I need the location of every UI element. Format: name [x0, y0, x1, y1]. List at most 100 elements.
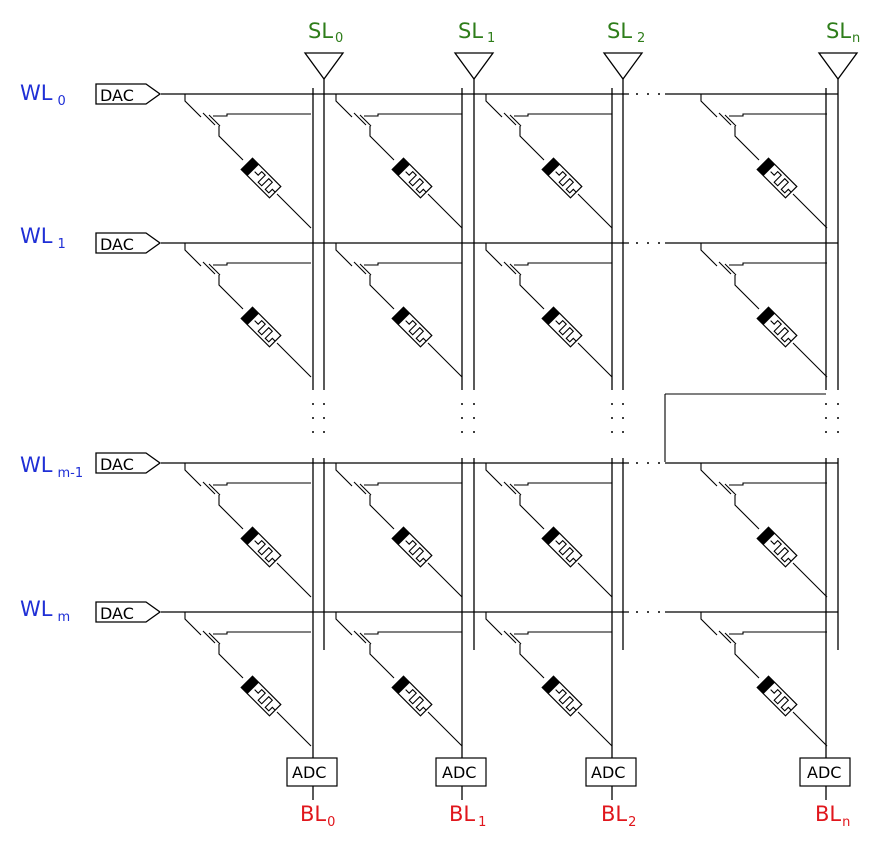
ellipsis-dot	[825, 403, 827, 405]
word-line-subscript: m	[57, 610, 70, 625]
ellipsis-dot	[323, 403, 325, 405]
ellipsis-dot	[611, 417, 613, 419]
ellipsis-dot	[837, 403, 839, 405]
ellipsis-dot	[622, 431, 624, 433]
ellipsis-dot	[658, 242, 660, 244]
word-line-name: WL	[20, 597, 53, 621]
bit-line-subscript: 2	[628, 815, 636, 830]
ellipsis-dot	[622, 403, 624, 405]
bit-line-subscript: n	[842, 815, 850, 830]
word-line-subscript: 1	[57, 237, 65, 252]
ellipsis-dot	[312, 417, 314, 419]
ellipsis-dot	[658, 93, 660, 95]
ellipsis-dot	[611, 431, 613, 433]
word-line-name: WL	[20, 453, 53, 477]
transistor-memristor-cell-icon	[184, 462, 312, 598]
adc-label: ADC	[807, 763, 841, 782]
ellipsis-dot	[461, 431, 463, 433]
ellipsis-dot	[636, 93, 638, 95]
bit-line-subscript: 1	[478, 815, 486, 830]
transistor-memristor-cell-icon	[485, 242, 613, 378]
word-line-label-m: WL m	[20, 597, 70, 625]
transistor-memristor-cell-icon	[335, 242, 463, 378]
ellipsis-dot	[312, 431, 314, 433]
word-line-name: WL	[20, 81, 53, 105]
transistor-memristor-cell-icon	[485, 93, 613, 229]
ellipsis-dot	[837, 417, 839, 419]
adc-box	[585, 757, 637, 787]
triangle-driver-icon	[818, 52, 858, 80]
transistor-memristor-cell-icon	[700, 462, 828, 598]
bit-line-name: BL	[300, 802, 326, 826]
bit-line-label-0: BL0	[300, 802, 335, 830]
ellipsis-dot	[658, 611, 660, 613]
transistor-memristor-cell-icon	[184, 242, 312, 378]
transistor-memristor-cell-icon	[335, 93, 463, 229]
adc-label: ADC	[442, 763, 476, 782]
word-line-subscript: 0	[57, 94, 65, 109]
triangle-driver-icon	[454, 52, 494, 80]
ellipsis-dot	[825, 431, 827, 433]
bit-line-label-2: BL2	[601, 802, 636, 830]
select-line-name: SL	[826, 19, 851, 43]
ellipsis-dot	[312, 403, 314, 405]
transistor-memristor-cell-icon	[184, 611, 312, 747]
transistor-memristor-cell-icon	[700, 611, 828, 747]
bit-line-name: BL	[815, 802, 841, 826]
dac-label: DAC	[100, 86, 134, 105]
triangle-driver-icon	[304, 52, 344, 80]
adc-box	[799, 757, 851, 787]
select-line-subscript: n	[852, 31, 860, 46]
word-line-name: WL	[20, 224, 53, 248]
ellipsis-dot	[473, 417, 475, 419]
transistor-memristor-cell-icon	[335, 611, 463, 747]
ellipsis-dot	[636, 242, 638, 244]
dac-label: DAC	[100, 455, 134, 474]
triangle-driver-icon	[603, 52, 643, 80]
transistor-memristor-cell-icon	[184, 93, 312, 229]
ellipsis-dot	[658, 462, 660, 464]
adc-box	[435, 757, 487, 787]
adc-box	[286, 757, 338, 787]
ellipsis-dot	[647, 242, 649, 244]
dac-label: DAC	[100, 604, 134, 623]
transistor-memristor-cell-icon	[485, 611, 613, 747]
bit-line-subscript: 0	[327, 815, 335, 830]
select-line-name: SL	[458, 19, 483, 43]
select-line-label-n: SLn	[826, 19, 860, 46]
select-line-name: SL	[607, 19, 632, 43]
transistor-memristor-cell-icon	[700, 242, 828, 378]
transistor-memristor-cell-icon	[700, 93, 828, 229]
select-line-label-1: SL 1	[458, 19, 495, 46]
adc-label: ADC	[292, 763, 326, 782]
word-line-subscript: m-1	[57, 466, 83, 481]
ellipsis-dot	[636, 611, 638, 613]
bit-line-label-n: BLn	[815, 802, 850, 830]
transistor-memristor-cell-icon	[335, 462, 463, 598]
select-line-subscript: 2	[637, 31, 645, 46]
select-line-label-2: SL 2	[607, 19, 645, 46]
ellipsis-dot	[636, 462, 638, 464]
word-line-label-m1: WL m-1	[20, 453, 83, 481]
bit-line-name: BL	[601, 802, 627, 826]
ellipsis-dot	[473, 431, 475, 433]
ellipsis-dot	[647, 611, 649, 613]
select-line-name: SL	[308, 19, 333, 43]
ellipsis-dot	[323, 431, 325, 433]
ellipsis-dot	[611, 403, 613, 405]
ellipsis-dot	[825, 417, 827, 419]
ellipsis-dot	[647, 462, 649, 464]
word-line-label-1: WL 1	[20, 224, 66, 252]
select-line-subscript: 1	[487, 31, 495, 46]
select-line-subscript: 0	[335, 31, 343, 46]
ellipsis-dot	[622, 417, 624, 419]
ellipsis-dot	[473, 403, 475, 405]
ellipsis-dot	[323, 417, 325, 419]
ellipsis-dot	[837, 431, 839, 433]
transistor-memristor-cell-icon	[485, 462, 613, 598]
adc-label: ADC	[591, 763, 625, 782]
ellipsis-dot	[461, 417, 463, 419]
